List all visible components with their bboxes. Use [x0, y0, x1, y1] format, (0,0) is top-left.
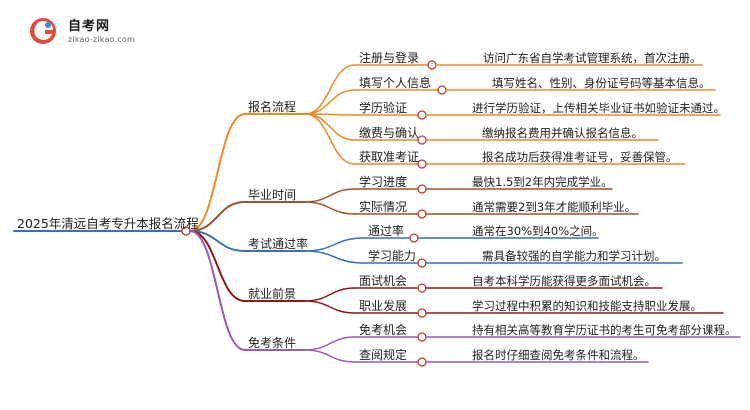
- item-junction-dot: [417, 209, 427, 219]
- item-label-learning-ability: 学习能力: [368, 249, 417, 263]
- item-junction-dot: [437, 85, 447, 95]
- branch-to-item-connector: [304, 237, 365, 252]
- item-junction-dot: [427, 60, 437, 70]
- item-desc-actual-situation: 通常需要2到3年才能顺利毕业。: [472, 200, 637, 214]
- item-label-interview: 面试机会: [359, 274, 408, 288]
- item-desc-exemption-chance: 持有相关高等教育学历证书的考生可免考部分课程。: [472, 323, 737, 337]
- branch-to-item-connector: [304, 188, 356, 203]
- branch-to-item-connector: [304, 89, 356, 115]
- item-junction-dot: [409, 233, 419, 243]
- branch-to-item-connector: [304, 336, 356, 351]
- item-junction-dot: [417, 357, 427, 367]
- branch-to-item-connector: [304, 113, 356, 141]
- item-label-check-rules: 查阅规定: [359, 348, 408, 362]
- branch-to-item-connector: [304, 250, 365, 264]
- item-label-career: 职业发展: [359, 299, 408, 313]
- item-junction-dot: [417, 332, 427, 342]
- item-desc-career: 学习过程中积累的知识和技能支持职业发展。: [472, 299, 702, 313]
- item-label-exemption-chance: 免考机会: [359, 323, 408, 337]
- item-desc-check-rules: 报名时仔细查阅免考条件和流程。: [472, 348, 645, 362]
- item-label-admission-ticket: 获取准考证: [359, 150, 420, 164]
- root-to-branch-connector: [189, 230, 246, 302]
- branch-to-item-connector: [304, 64, 356, 115]
- item-label-pass-rate: 通过率: [368, 224, 405, 238]
- branch-to-item-connector: [304, 300, 356, 314]
- site-logo: 自考网 zikao-zikao.com: [28, 14, 148, 50]
- branch-label-employment: 就业前景: [248, 287, 297, 301]
- branch-to-item-connector: [304, 349, 356, 363]
- item-junction-dot: [417, 159, 427, 169]
- root-to-branch-connector: [189, 113, 246, 232]
- item-label-study-progress: 学习进度: [359, 175, 408, 189]
- item-junction-dot: [417, 184, 427, 194]
- branch-to-item-connector: [304, 201, 356, 215]
- root-to-branch-connector: [189, 230, 246, 351]
- item-desc-interview: 自考本科学历能获得更多面试机会。: [472, 274, 656, 288]
- branch-to-item-connector: [304, 287, 356, 302]
- branch-to-item-connector: [304, 113, 356, 165]
- item-label-degree-verify: 学历验证: [359, 101, 408, 115]
- item-desc-study-progress: 最快1.5到2年内完成学业。: [472, 175, 613, 189]
- item-desc-degree-verify: 进行学历验证，上传相关毕业证书如验证未通过。: [472, 101, 725, 115]
- item-desc-personal-info: 填写姓名、性别、身份证号码等基本信息。: [492, 76, 711, 90]
- item-label-register: 注册与登录: [359, 51, 420, 65]
- branch-label-exemption: 免考条件: [248, 336, 297, 350]
- item-junction-dot: [417, 308, 427, 318]
- item-junction-dot: [417, 135, 427, 145]
- root-to-branch-connector: [189, 201, 246, 232]
- root-node-label: 2025年清远自考专升本报名流程: [17, 216, 199, 231]
- item-junction-dot: [417, 258, 427, 268]
- item-desc-learning-ability: 需具备较强的自学能力和学习计划。: [482, 249, 666, 263]
- item-label-actual-situation: 实际情况: [359, 200, 408, 214]
- item-desc-register: 访问广东省自学考试管理系统，首次注册。: [483, 51, 702, 65]
- item-junction-dot: [417, 283, 427, 293]
- branch-label-pass-rate: 考试通过率: [248, 237, 309, 251]
- item-label-payment: 缴费与确认: [359, 126, 420, 140]
- item-desc-pass-rate: 通常在30%到40%之间。: [472, 224, 604, 238]
- item-desc-admission-ticket: 报名成功后获得准考证号，妥善保管。: [482, 150, 678, 164]
- logo-subtitle: zikao-zikao.com: [68, 35, 135, 44]
- branch-label-graduation: 毕业时间: [248, 188, 297, 202]
- branch-label-registration: 报名流程: [248, 100, 297, 114]
- item-desc-payment: 缴纳报名费用并确认报名信息。: [482, 126, 643, 140]
- logo-mark-icon: [30, 18, 56, 44]
- item-junction-dot: [417, 110, 427, 120]
- item-label-personal-info: 填写个人信息: [359, 76, 432, 90]
- logo-title: 自考网: [68, 19, 111, 34]
